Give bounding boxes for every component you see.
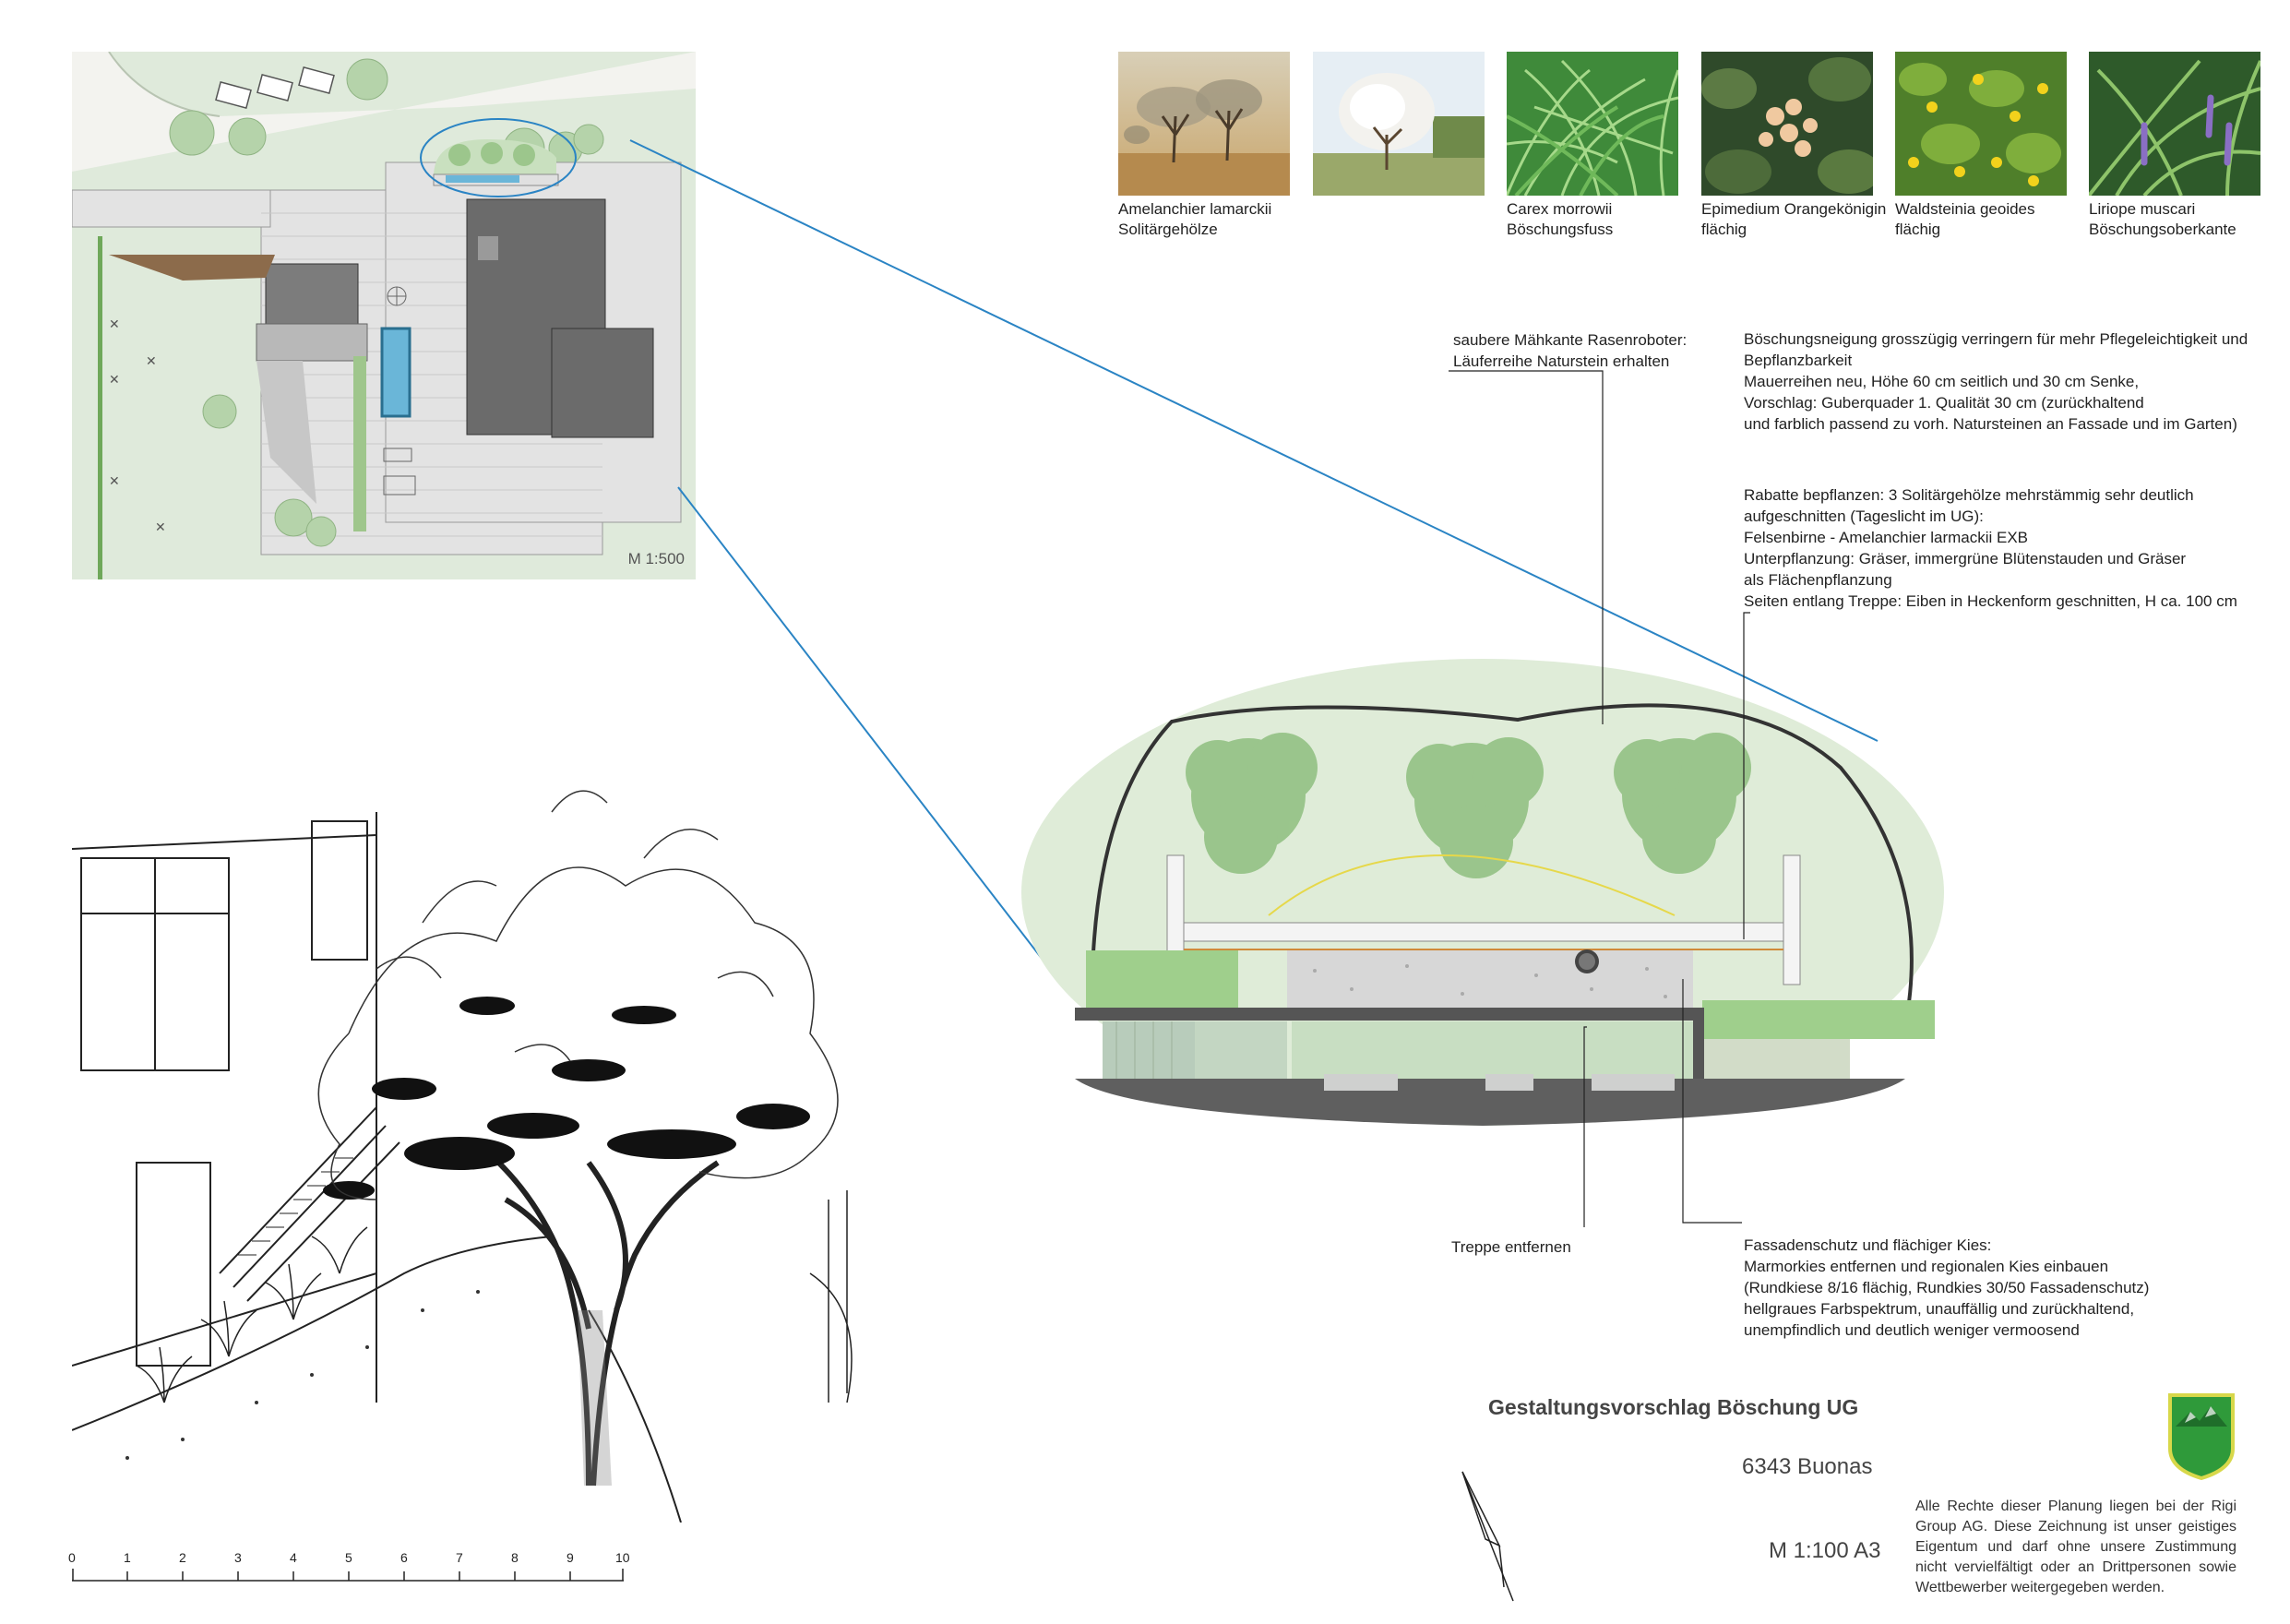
note-stairs: Treppe entfernen — [1451, 1238, 1571, 1256]
scale-tick-label: 7 — [456, 1550, 463, 1565]
amelanchier-tree-photo-icon — [1118, 52, 1290, 196]
liriope-photo-icon — [2089, 52, 2260, 196]
scale-bar — [72, 1569, 626, 1582]
scale-tick-label: 3 — [234, 1550, 242, 1565]
flowering-shrub-photo-icon — [1313, 52, 1485, 196]
svg-text:✕: ✕ — [146, 353, 157, 368]
legal-notice: Alle Rechte dieser Planung liegen bei de… — [1915, 1499, 2236, 1595]
scale-tick-label: 4 — [290, 1550, 297, 1565]
site-plan: ✕ ✕ ✕ ✕ ✕ M 1:500 — [71, 51, 696, 579]
scale-tick-label: 1 — [124, 1550, 131, 1565]
drawing-location: 6343 Buonas — [1742, 1454, 1873, 1479]
svg-text:✕: ✕ — [109, 372, 120, 387]
waldsteinia-photo-icon — [1895, 52, 2067, 196]
svg-text:✕: ✕ — [109, 316, 120, 331]
rigi-logo-icon — [2166, 1391, 2236, 1481]
svg-text:✕: ✕ — [109, 473, 120, 488]
scale-tick-label: 2 — [179, 1550, 186, 1565]
note-facade: Fassadenschutz und flächiger Kies:Marmor… — [1744, 1236, 2150, 1339]
scale-tick-label: 8 — [511, 1550, 519, 1565]
scale-tick-label: 10 — [615, 1550, 630, 1565]
drawing-title: Gestaltungsvorschlag Böschung UG — [1488, 1395, 1859, 1419]
section-detail — [1020, 657, 1946, 1128]
note-mowing-edge: saubere Mähkante Rasenroboter:Läuferreih… — [1453, 331, 1688, 370]
scale-tick-label: 0 — [68, 1550, 76, 1565]
scale-tick-label: 5 — [345, 1550, 352, 1565]
epimedium-photo-icon — [1701, 52, 1873, 196]
site-plan-scale: M 1:500 — [627, 550, 685, 567]
sedge-grass-photo-icon — [1507, 52, 1678, 196]
scale-tick-label: 9 — [567, 1550, 574, 1565]
note-slope: Böschungsneigung grosszügig verringern f… — [1744, 330, 2248, 433]
drawing-scale: M 1:100 A3 — [1769, 1538, 1881, 1563]
north-arrow-icon — [1458, 1467, 1541, 1606]
svg-text:✕: ✕ — [155, 519, 166, 534]
perspective-sketch — [71, 757, 930, 1523]
note-planting: Rabatte bepflanzen: 3 Solitärgehölze meh… — [1744, 486, 2237, 610]
scale-tick-label: 6 — [400, 1550, 408, 1565]
